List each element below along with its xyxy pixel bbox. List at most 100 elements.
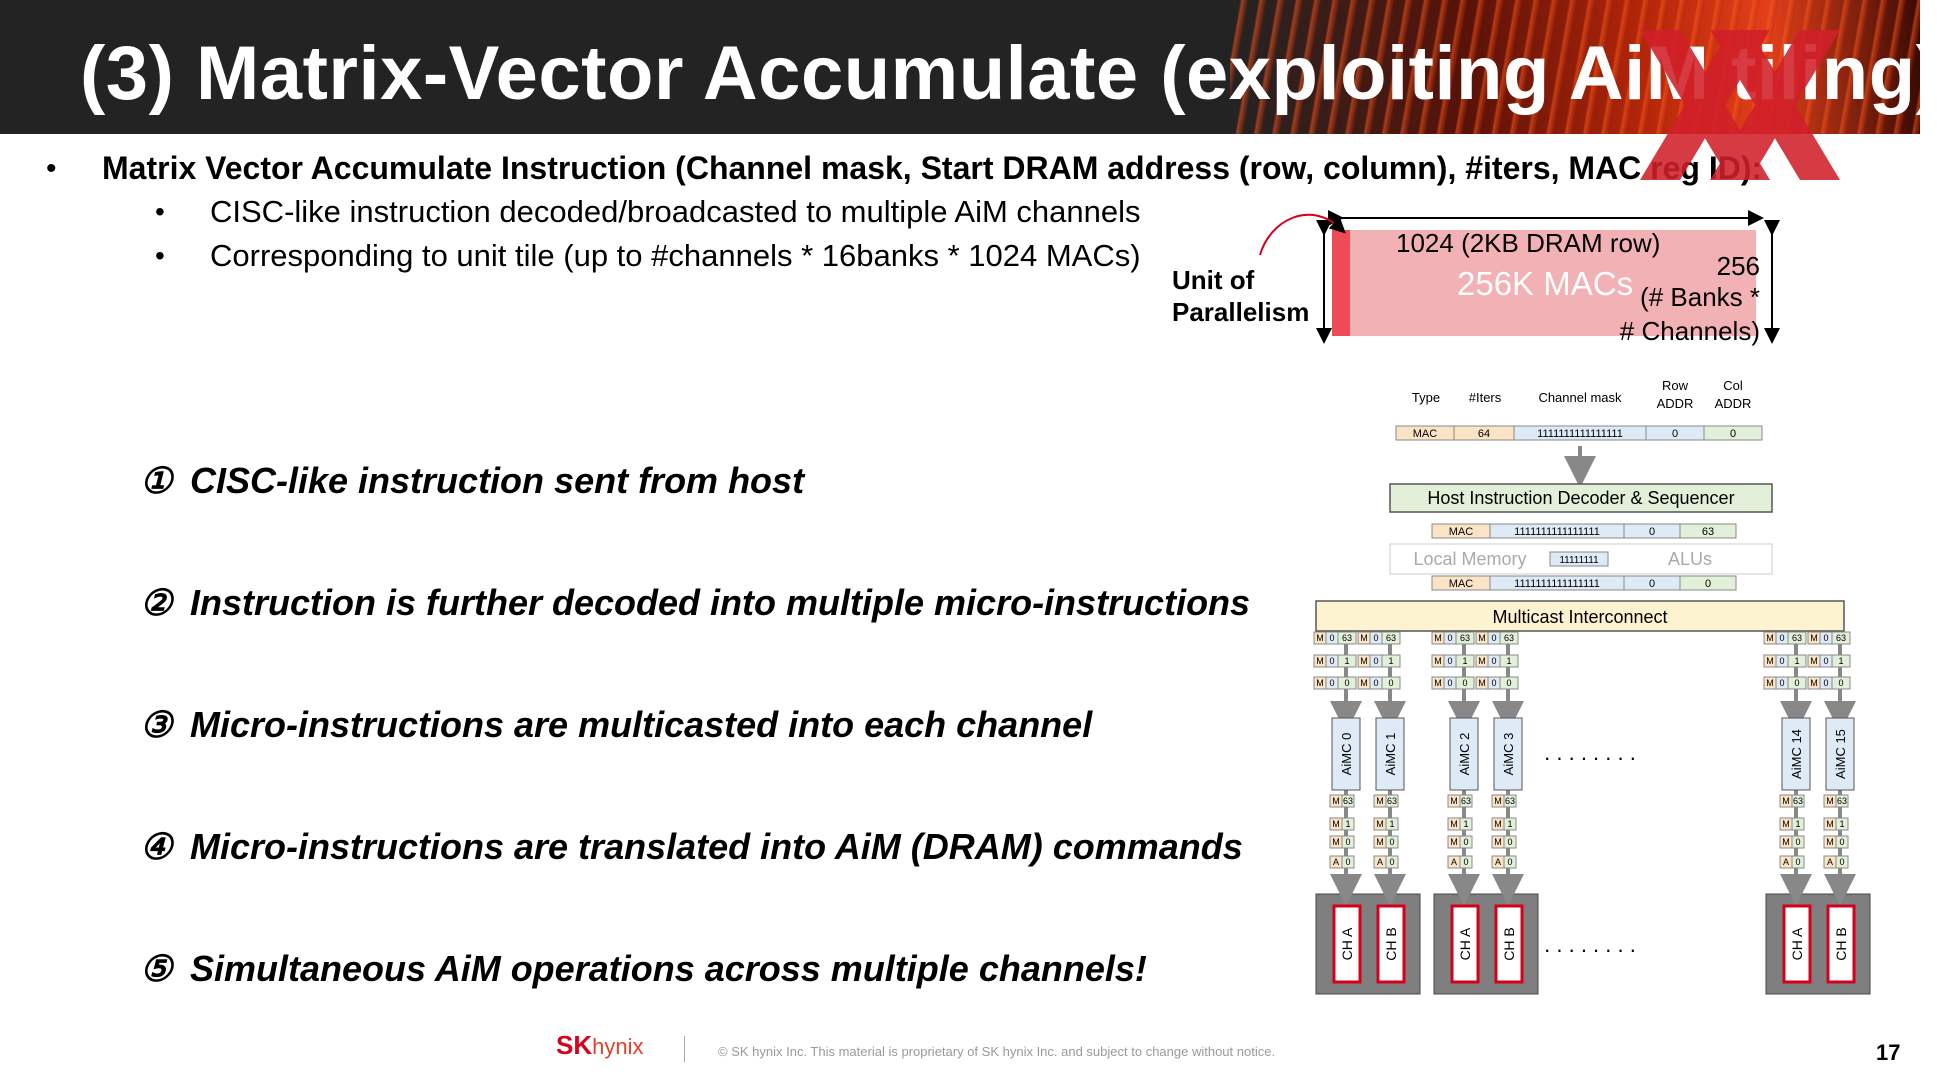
- cmd-cell: [1791, 794, 1805, 808]
- cmd-cell: [1385, 794, 1399, 808]
- micro-cell: [1831, 676, 1851, 690]
- micro-op: M: [1810, 656, 1818, 666]
- dram-channel-label: CH A: [1457, 927, 1473, 960]
- aimc-label: AiMC 0: [1339, 733, 1354, 776]
- cmd-cell: [1791, 835, 1805, 849]
- xx-logo: [1640, 30, 1840, 180]
- cmd-cell: [1341, 817, 1355, 831]
- main-bullet: Matrix Vector Accumulate Instruction (Ch…: [102, 150, 1763, 186]
- micro-top-mask: 1111111111111111: [1514, 526, 1600, 538]
- micro-op: M: [1810, 678, 1818, 688]
- aimc-box: [1331, 717, 1361, 791]
- cmd-op: A: [1451, 857, 1457, 867]
- micro-cell: [1381, 676, 1401, 690]
- cmd-val: 0: [1839, 837, 1844, 847]
- aimc-label: AiMC 1: [1383, 733, 1398, 776]
- cmd-cell: [1385, 817, 1399, 831]
- cmd-val: 0: [1795, 837, 1800, 847]
- micro-row: 0: [1779, 656, 1784, 666]
- sk-hynix-logo: SKhynix: [556, 1030, 644, 1060]
- aimc-label: AiMC 14: [1789, 729, 1804, 779]
- micro-col: 0: [1462, 678, 1467, 688]
- micro-top-col: 63: [1702, 526, 1714, 538]
- micro-cell: [1787, 654, 1807, 668]
- micro-row: 0: [1823, 678, 1828, 688]
- cmd-op: M: [1450, 837, 1458, 847]
- cmd-val: 0: [1795, 857, 1800, 867]
- cmd-cell: [1835, 855, 1849, 869]
- tile-body: [1332, 230, 1756, 336]
- cmd-val: 1: [1507, 819, 1512, 829]
- hdr-col-addr: Col: [1723, 378, 1743, 393]
- aimc-box: [1449, 717, 1479, 791]
- micro-row: 0: [1373, 678, 1378, 688]
- cmd-val: 0: [1345, 857, 1350, 867]
- micro-cell: [1337, 631, 1357, 645]
- micro-row: 0: [1491, 678, 1496, 688]
- unit-tile-diagram: 1024 (2KB DRAM row) 256K MACs 256 (# Ban…: [1172, 210, 1780, 346]
- micro-cell: [1787, 676, 1807, 690]
- aimc-box: [1825, 717, 1855, 791]
- aimc-box: [1375, 717, 1405, 791]
- unit-pointer-arc: [1259, 213, 1346, 256]
- cmd-cell: [1835, 835, 1849, 849]
- hdr-type: Type: [1412, 390, 1440, 405]
- micro-col: 63: [1460, 633, 1470, 643]
- micro-row: 0: [1491, 633, 1496, 643]
- val-iters: 64: [1478, 428, 1490, 440]
- micro-col: 0: [1388, 678, 1393, 688]
- aim-architecture-diagram: Type #Iters Channel mask Row ADDR Col AD…: [1313, 378, 1871, 995]
- cmd-cell: [1459, 855, 1473, 869]
- channels-ellipsis-bottom: . . . . . . . .: [1544, 932, 1636, 957]
- cmd-val: 63: [1793, 796, 1803, 806]
- cmd-op: A: [1783, 857, 1789, 867]
- tile-side-label-1: 256: [1717, 251, 1760, 281]
- cmd-cell: [1459, 835, 1473, 849]
- micro-cell: [1337, 654, 1357, 668]
- cmd-val: 63: [1387, 796, 1397, 806]
- micro-row: 0: [1491, 656, 1496, 666]
- aimc-box: [1493, 717, 1523, 791]
- aimc-box: [1781, 717, 1811, 791]
- micro-cell: [1787, 631, 1807, 645]
- micro-row: 0: [1373, 656, 1378, 666]
- micro-row: 0: [1447, 678, 1452, 688]
- sub-bullet-1: CISC-like instruction decoded/broadcaste…: [210, 194, 1141, 229]
- decoder-box: [1389, 483, 1773, 513]
- cmd-val: 1: [1839, 819, 1844, 829]
- hdr-row-addr: Row: [1662, 378, 1689, 393]
- micro-row: 0: [1329, 678, 1334, 688]
- val-mask: 1111111111111111: [1537, 428, 1623, 440]
- hdr-mask: Channel mask: [1538, 390, 1622, 405]
- slide-title: (3) Matrix-Vector Accumulate (exploiting…: [80, 31, 1941, 116]
- val-col: 0: [1730, 428, 1736, 440]
- page-number: 17: [1876, 1040, 1901, 1065]
- micro-op: M: [1316, 633, 1324, 643]
- unit-label-2: Parallelism: [1172, 297, 1309, 327]
- local-memory-mask: 11111111: [1559, 555, 1599, 566]
- micro-col: 63: [1836, 633, 1846, 643]
- cmd-val: 1: [1795, 819, 1800, 829]
- micro-col: 0: [1838, 678, 1843, 688]
- cmd-op: A: [1333, 857, 1339, 867]
- micro-op: M: [1766, 633, 1774, 643]
- cmd-val: 0: [1839, 857, 1844, 867]
- cmd-cell: [1835, 794, 1849, 808]
- micro-row: 0: [1329, 656, 1334, 666]
- bullet-dot: •: [155, 240, 165, 271]
- cmd-op: M: [1332, 837, 1340, 847]
- micro-col: 0: [1506, 678, 1511, 688]
- aimc-label: AiMC 3: [1501, 733, 1516, 776]
- cmd-val: 1: [1389, 819, 1394, 829]
- cmd-val: 0: [1463, 857, 1468, 867]
- micro-row: 0: [1329, 633, 1334, 643]
- micro-row: 0: [1779, 633, 1784, 643]
- micro-row: 0: [1779, 678, 1784, 688]
- footer-note: © SK hynix Inc. This material is proprie…: [718, 1044, 1276, 1059]
- multicast-interconnect-box: [1315, 600, 1845, 632]
- micro-cell: [1831, 631, 1851, 645]
- micro-op: M: [1478, 633, 1486, 643]
